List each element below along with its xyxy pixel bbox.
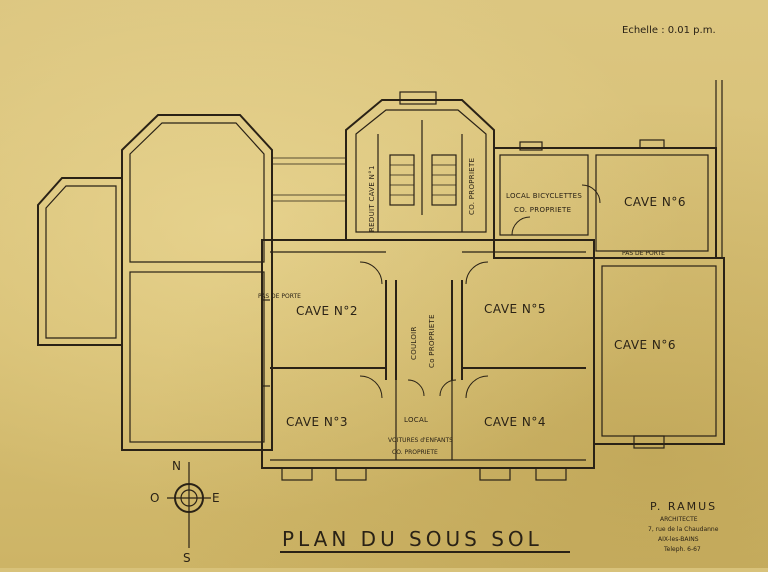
compass-west: O xyxy=(150,491,160,505)
label-couloir-sub: Co PROPRIETE xyxy=(428,314,436,368)
west-rooms xyxy=(121,114,273,451)
scale-label: Echelle : 0.01 p.m. xyxy=(622,25,716,36)
label-cave-2: CAVE N°2 xyxy=(296,304,358,318)
label-local: LOCAL xyxy=(404,416,428,424)
architect-block: P. RAMUS ARCHITECTE 7, rue de la Chaudan… xyxy=(648,500,719,553)
compass-south: S xyxy=(183,551,191,565)
label-reduit: REDUIT CAVE N°1 xyxy=(368,165,376,232)
label-local-bicyclettes: LOCAL BICYCLETTES xyxy=(506,192,582,200)
staircase xyxy=(389,120,457,215)
label-cave-6-small: CAVE N°6 xyxy=(624,195,686,209)
architect-city: AIX-les-BAINS xyxy=(658,536,699,543)
left-wing xyxy=(37,177,123,346)
label-cave-5: CAVE N°5 xyxy=(484,302,546,316)
label-copropriete-stair: CO. PROPRIETE xyxy=(468,158,476,215)
architect-role: ARCHITECTE xyxy=(660,516,698,523)
label-voitures-enfants: VOITURES d'ENFANTS xyxy=(388,437,453,444)
compass-east: E xyxy=(212,491,220,505)
connector-west xyxy=(272,157,346,202)
architect-name: P. RAMUS xyxy=(650,500,717,513)
label-pas-de-porte-2: PAS DE PORTE xyxy=(622,250,665,257)
east-block xyxy=(593,80,725,449)
plan-title: PLAN DU SOUS SOL xyxy=(282,527,543,551)
compass-north: N xyxy=(172,459,181,473)
label-voitures-sub: CO. PROPRIETE xyxy=(392,449,438,456)
label-cave-6: CAVE N°6 xyxy=(614,338,676,352)
label-couloir: COULOIR xyxy=(410,326,418,360)
label-cave-4: CAVE N°4 xyxy=(484,415,546,429)
label-cave-3: CAVE N°3 xyxy=(286,415,348,429)
architect-phone: Teleph. 6-67 xyxy=(663,546,701,553)
plan-title-group: PLAN DU SOUS SOL xyxy=(280,527,570,553)
room-labels: CAVE N°2 CAVE N°3 CAVE N°5 CAVE N°4 CAVE… xyxy=(258,158,686,456)
label-local-bicyclettes-sub: CO. PROPRIETE xyxy=(514,206,571,214)
architect-address: 7, rue de la Chaudanne xyxy=(648,526,719,533)
label-pas-de-porte-1: PAS DE PORTE xyxy=(258,293,301,300)
compass-rose: N S E O xyxy=(150,459,220,565)
